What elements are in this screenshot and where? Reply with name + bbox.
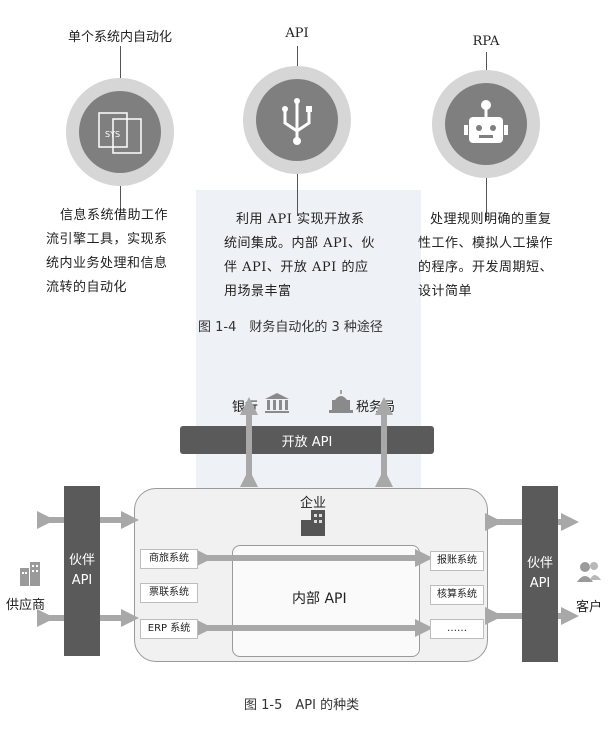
system-box-invoice: 票联系统 — [140, 583, 198, 603]
tax-office-icon — [328, 390, 354, 418]
col-title-rpa: RPA — [472, 34, 500, 49]
system-box-travel: 商旅系统 — [140, 549, 198, 569]
partner-api-left-line2: API — [71, 573, 93, 588]
partner-api-right-line2: API — [529, 576, 551, 591]
open-api-label: 开放 API — [281, 434, 333, 450]
figure-caption: 图 1-4 财务自动化的 3 种途径 — [198, 320, 383, 335]
system-box-more: …… — [430, 619, 484, 639]
internal-api-label: 内部 API — [292, 591, 347, 607]
partner-api-left-line1: 伙伴 — [68, 553, 95, 568]
robot-icon — [445, 83, 527, 165]
system-box-accounting: 核算系统 — [430, 585, 484, 605]
enterprise-building-icon — [299, 508, 329, 540]
partner-api-right-line1: 伙伴 — [526, 556, 553, 571]
circle-single-system: SYS — [66, 78, 174, 186]
figure-caption: 图 1-5 API 的种类 — [244, 698, 360, 713]
col-title-api: API — [285, 26, 309, 41]
bank-icon — [264, 392, 290, 418]
col-title-single-system: 单个系统内自动化 — [67, 30, 172, 45]
desc-rpa: 处理规则明确的重复 性工作、模拟人工操作 的程序。开发周期短、 设计简单 — [418, 212, 554, 299]
supplier-building-icon — [18, 560, 42, 590]
supplier-label: 供应商 — [6, 598, 46, 613]
system-box-erp: ERP 系统 — [140, 619, 198, 639]
svg-text:SYS: SYS — [105, 130, 120, 139]
customer-label: 客户 — [576, 600, 603, 615]
partner-api-left-bar: 伙伴 API — [64, 486, 100, 656]
partner-api-right-bar: 伙伴 API — [522, 486, 558, 662]
circle-api — [243, 66, 351, 174]
usb-branch-icon — [256, 79, 338, 161]
document-window-icon: SYS — [79, 91, 161, 173]
customer-people-icon — [576, 560, 602, 588]
system-box-reimbursement: 报账系统 — [430, 551, 484, 571]
enterprise-label: 企业 — [300, 496, 327, 511]
desc-single-system: 信息系统借助工作 流引擎工具，实现系 统内业务处理和信息 流转的自动化 — [46, 208, 169, 295]
circle-rpa — [432, 70, 540, 178]
desc-api: 利用 API 实现开放系 统间集成。内部 API、伙 伴 API、开放 API … — [224, 212, 375, 299]
